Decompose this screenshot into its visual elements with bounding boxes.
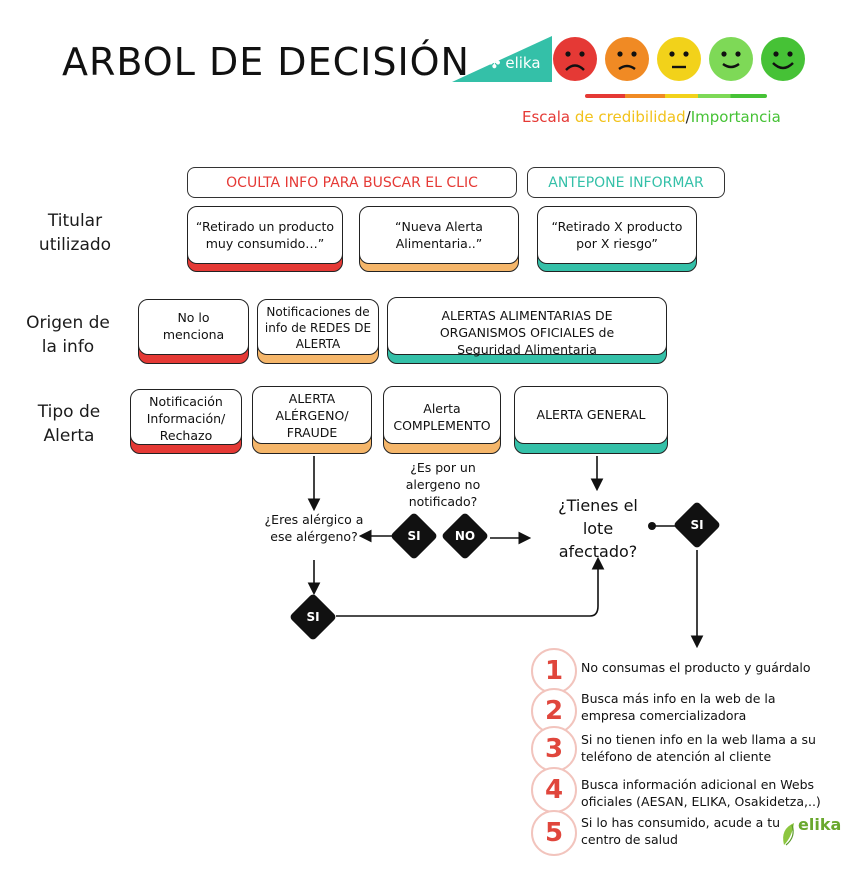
step-number-2: 2 [531, 688, 577, 734]
sad-face-icon [604, 36, 650, 82]
tipo-card-2: ALERTA ALÉRGENO/ FRAUDE [252, 386, 372, 444]
row-label-titular: Titular utilizado [38, 211, 112, 255]
neutral-face-icon [656, 36, 702, 82]
step-text-3: Si no tienen info en la web llama a su t… [581, 732, 816, 764]
decision-no-label: NO [454, 529, 476, 543]
step-text-1: No consumas el producto y guárdalo [581, 660, 811, 675]
page-title: ARBOL DE DECISIÓN [62, 40, 470, 84]
step-text-4: Busca información adicional en Webs ofic… [581, 777, 821, 809]
question-alergeno-no-notificado: ¿Es por un alergeno no notificado? [405, 460, 481, 509]
step-number-3: 3 [531, 726, 577, 772]
step-number-4: 4 [531, 767, 577, 813]
titular-card-1: “Retirado un producto muy consumido…” [187, 206, 343, 264]
scale-color-bar [585, 94, 767, 98]
leaf-icon [783, 823, 794, 846]
category-hide-info: OCULTA INFO PARA BUSCAR EL CLIC [187, 167, 517, 198]
footer-elika-logo: elika [778, 815, 848, 855]
very-happy-face-icon [760, 36, 806, 82]
step-text-2: Busca más info en la web de la empresa c… [581, 691, 776, 723]
origen-card-1: No lo menciona [138, 299, 249, 355]
titular-card-2: “Nueva Alerta Alimentaria..” [359, 206, 519, 264]
category-inform: ANTEPONE INFORMAR [527, 167, 725, 198]
row-label-origen: Origen de la info [26, 313, 110, 357]
decision-si-label: SI [407, 529, 421, 543]
question-alergico: ¿Eres alérgico a ese alérgeno? [264, 512, 364, 544]
elika-logo: ✤ elika [488, 54, 541, 72]
step-text-5: Si lo has consumido, acude a tu centro d… [581, 815, 781, 847]
row-label-tipo: Tipo de Alerta [37, 402, 101, 446]
decision-si-alergico-label: SI [306, 610, 320, 624]
decision-si-lote-label: SI [690, 518, 704, 532]
step-number-5: 5 [531, 810, 577, 856]
scale-label: Escala de credibilidad/Importancia [522, 108, 781, 126]
credibility-scale-faces [552, 36, 806, 82]
tipo-card-1: Notificación Información/ Rechazo [130, 389, 242, 445]
origen-card-2: Notificaciones de info de REDES DE ALERT… [257, 299, 379, 355]
titular-card-3: “Retirado X producto por X riesgo” [537, 206, 697, 264]
tipo-card-3: Alerta COMPLEMENTO [383, 386, 501, 444]
very-sad-face-icon [552, 36, 598, 82]
origen-card-3: ALERTAS ALIMENTARIAS DE ORGANISMOS OFICI… [387, 297, 667, 357]
question-lote: ¿Tienes el lote afectado? [558, 496, 638, 562]
happy-face-icon [708, 36, 754, 82]
tipo-card-4: ALERTA GENERAL [514, 386, 668, 444]
